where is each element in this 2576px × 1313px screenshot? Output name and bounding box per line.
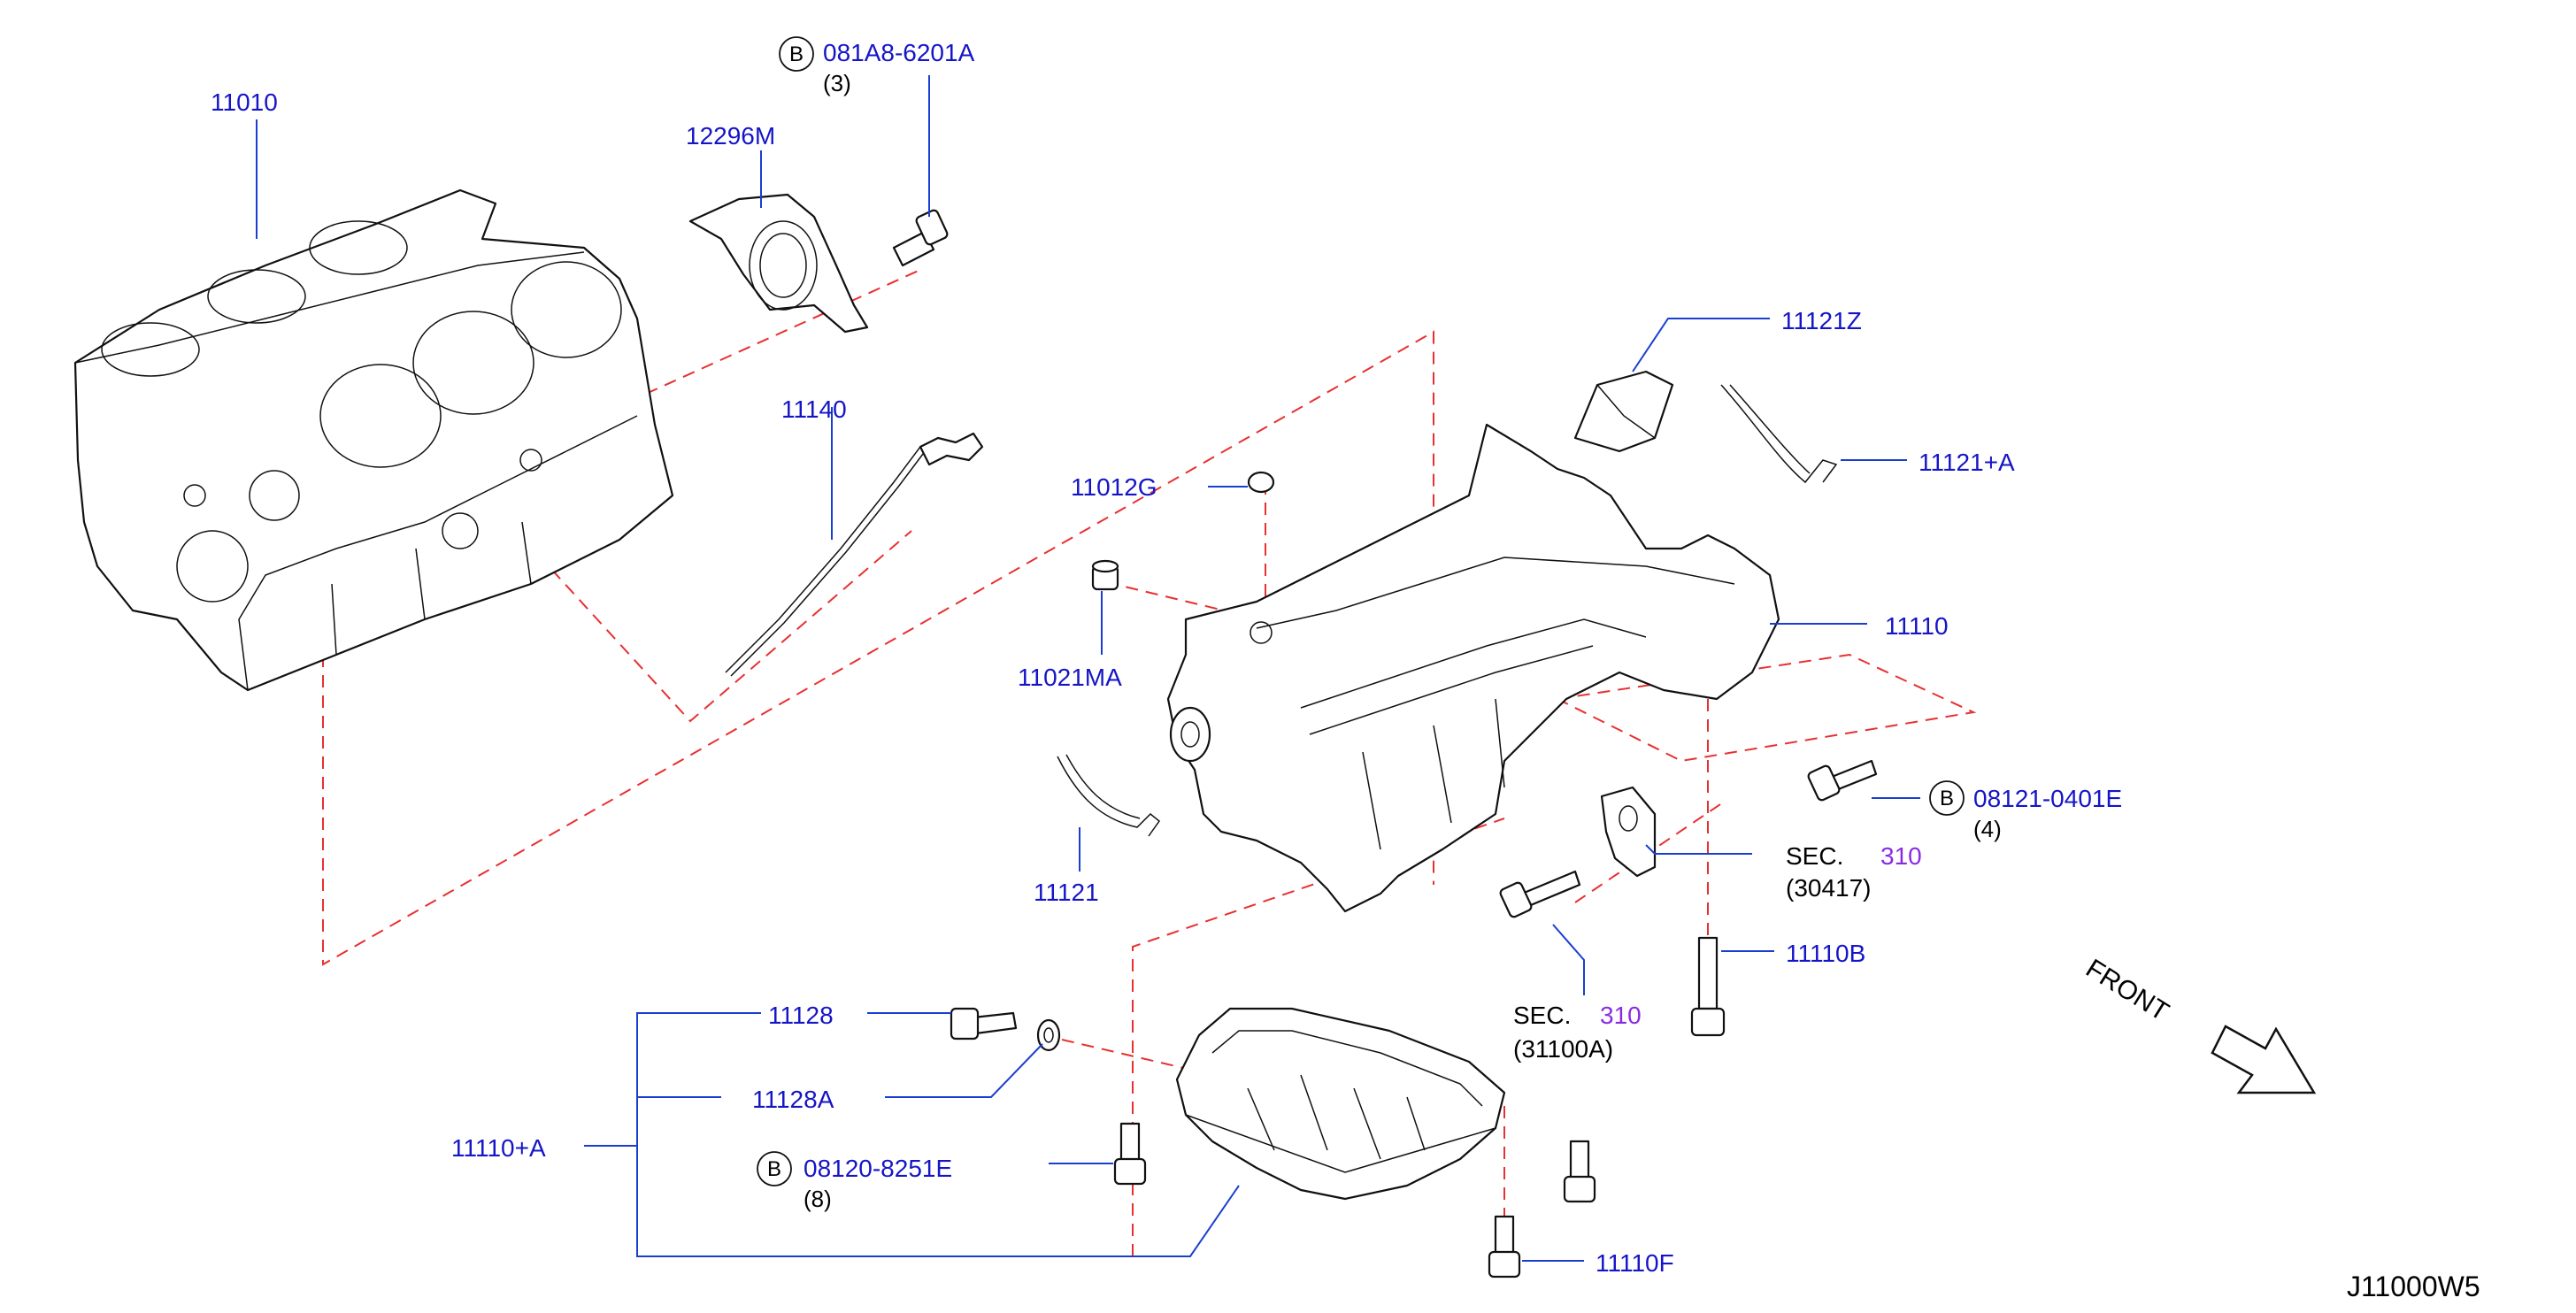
baffle-plate-11121z-illustration [1573, 370, 1674, 453]
b-marker-081a8-letter: B [789, 42, 804, 66]
bolt-08120-second-illustration [1563, 1140, 1596, 1203]
qty-08120-8251e: (8) [804, 1186, 832, 1212]
plug-11021ma-illustration [1091, 559, 1119, 591]
drain-plug-11128-illustration [950, 1007, 1018, 1040]
label-11110f: 11110F [1596, 1249, 1674, 1277]
upper-oil-pan-illustration [1166, 423, 1780, 913]
lower-oil-pan-illustration [1175, 1007, 1506, 1201]
label-11128a: 11128A [752, 1086, 834, 1113]
washer-11128a-illustration [1036, 1018, 1061, 1052]
sec-310-30417-number: 310 [1880, 842, 1922, 870]
front-direction-indicator: FRONT [2080, 954, 2317, 1094]
label-081a8-6201a: 081A8-6201A [823, 39, 975, 66]
label-11021ma: 11021MA [1018, 664, 1122, 691]
sec-310-31100a-number: 310 [1600, 1002, 1642, 1029]
part-labels: 11010 12296M B 081A8-6201A (3) 11140 110… [211, 36, 2122, 1277]
b-marker-08121 [1929, 780, 1965, 816]
rear-oil-seal-retainer-illustration [688, 193, 869, 334]
diagram-code: J11000W5 [2347, 1271, 2480, 1302]
bolt-sec-310-31100a-illustration [1499, 870, 1581, 918]
label-11110a: 11110+A [451, 1134, 546, 1162]
sec-310-31100a-prefix: SEC. [1513, 1002, 1571, 1029]
label-11012g: 11012G [1071, 473, 1157, 501]
front-label: FRONT [2080, 954, 2173, 1027]
gasket-11121a-illustration [1720, 384, 1838, 484]
label-11010: 11010 [211, 88, 278, 116]
front-arrow-icon [2211, 1025, 2317, 1094]
bolt-081a8-illustration [892, 209, 949, 267]
sec-310-30417-sub: (30417) [1786, 874, 1872, 902]
label-11121: 11121 [1034, 879, 1099, 906]
cylinder-block-illustration [73, 188, 674, 692]
bolt-11110b-illustration [1690, 936, 1726, 1037]
bolt-08120-illustration [1113, 1122, 1147, 1186]
b-marker-08121-letter: B [1940, 787, 1954, 810]
qty-08121-0401e: (4) [1973, 816, 2002, 842]
drain-plug-illustration [1247, 471, 1275, 494]
label-08121-0401e: 08121-0401E [1973, 785, 2122, 812]
sec-310-30417-prefix: SEC. [1786, 842, 1843, 870]
gasket-11121-illustration [1057, 754, 1161, 837]
label-11121z: 11121Z [1781, 307, 1862, 334]
bolt-08121-illustration [1807, 759, 1878, 802]
label-11140: 11140 [781, 395, 847, 423]
b-marker-08120-letter: B [767, 1157, 781, 1181]
label-08120-8251e: 08120-8251E [804, 1155, 952, 1182]
label-11128: 11128 [768, 1002, 834, 1029]
b-marker-081a8 [779, 36, 814, 72]
b-marker-08120 [757, 1151, 792, 1186]
label-12296m: 12296M [686, 122, 775, 150]
bolt-11110f-illustration [1488, 1215, 1521, 1278]
label-11121a: 11121+A [1919, 449, 2015, 476]
qty-081a8-6201a: (3) [823, 70, 851, 96]
label-11110: 11110 [1885, 612, 1949, 640]
sec-310-30417-bracket-illustration [1600, 786, 1657, 878]
leader-lines [256, 75, 1920, 1262]
oil-level-gauge-illustration [725, 432, 984, 677]
sec-310-31100a-sub: (31100A) [1513, 1035, 1613, 1063]
label-11110b: 11110B [1786, 940, 1865, 967]
